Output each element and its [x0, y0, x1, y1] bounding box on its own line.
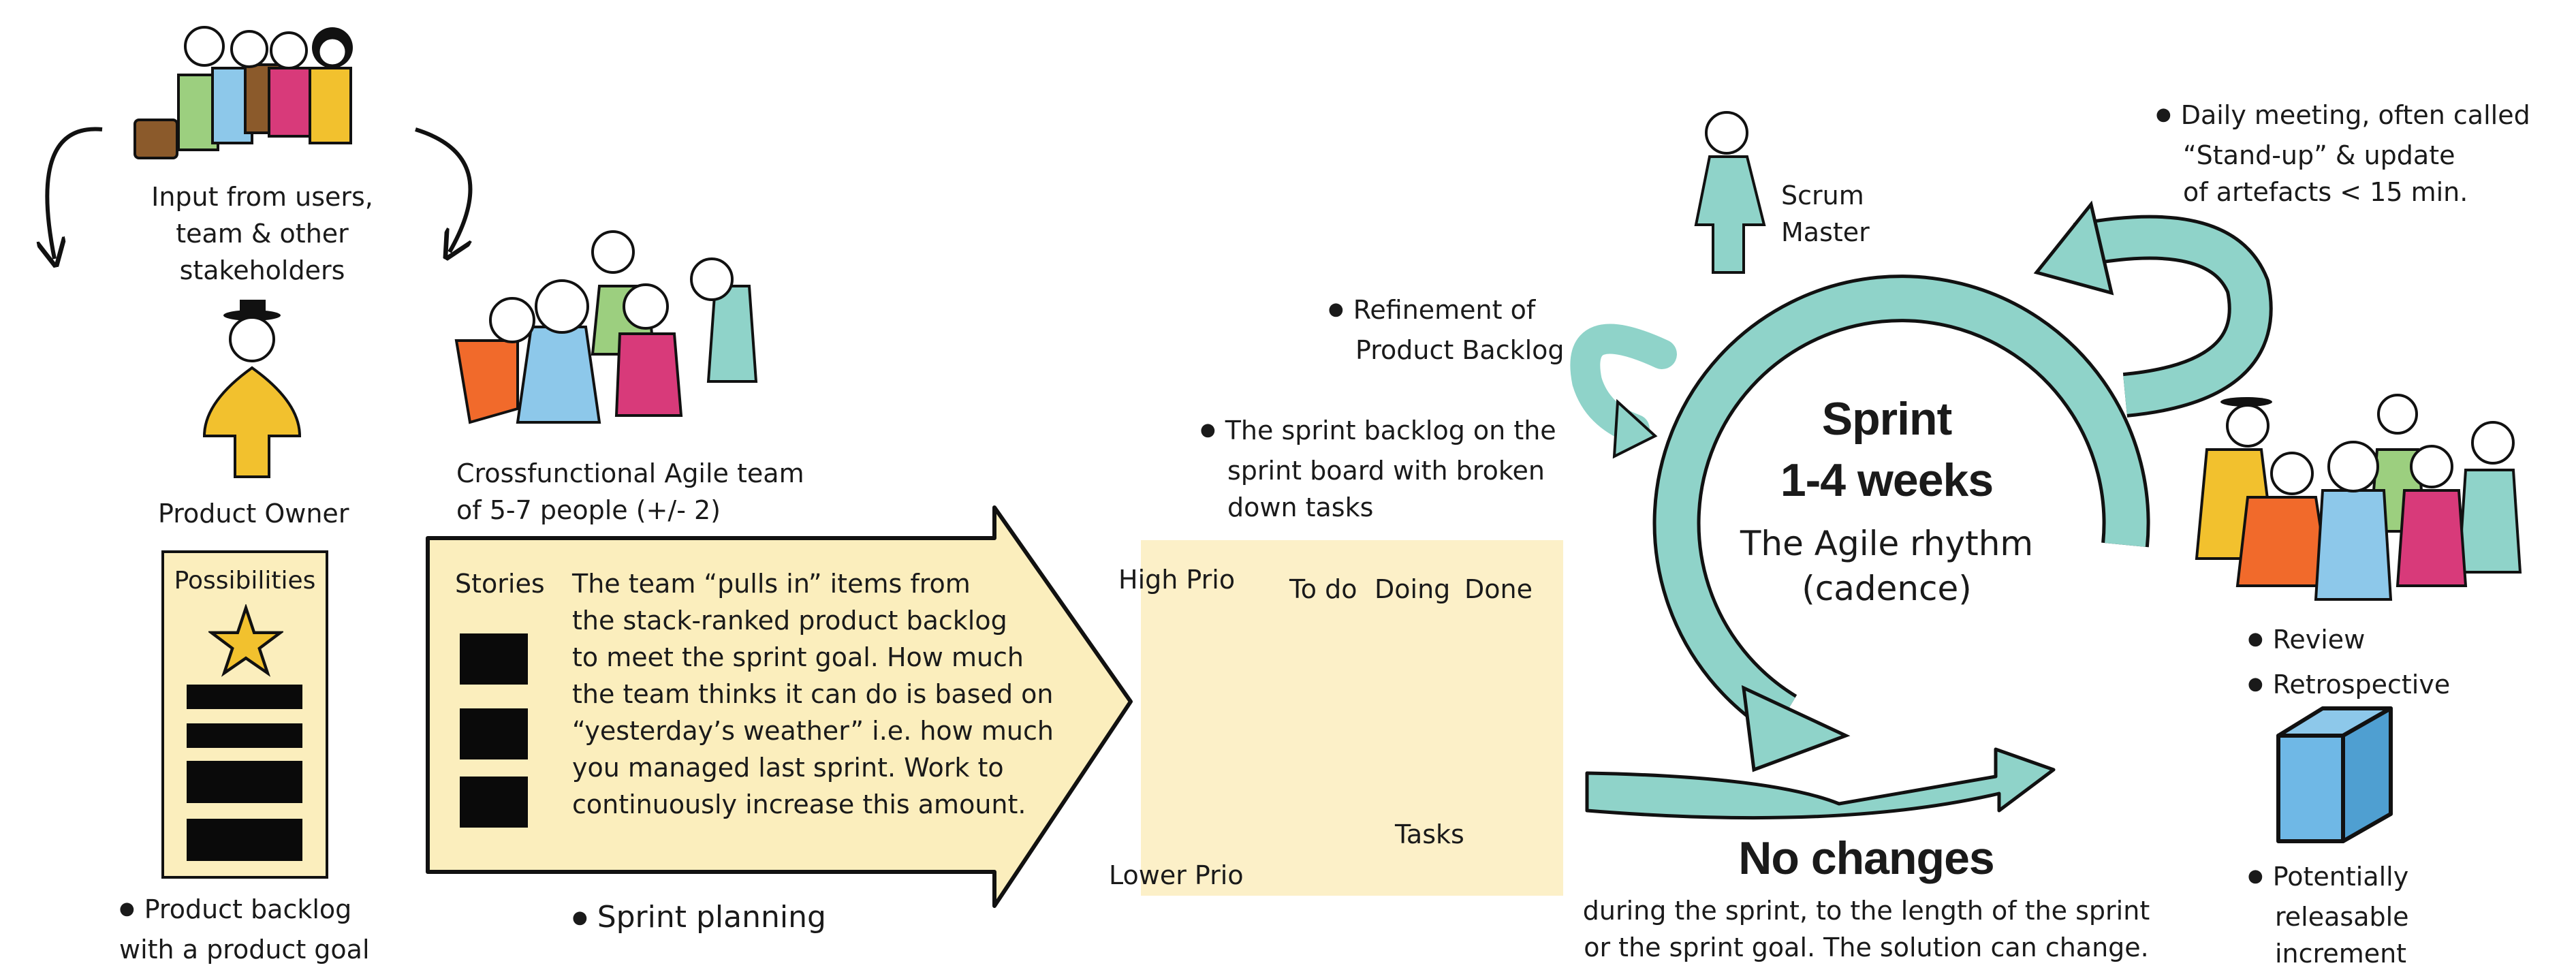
refinement-note-line-1: Refinement of [1328, 292, 1565, 332]
sprint-planning-caption: Sprint planning [572, 899, 826, 940]
backlog-caption-line-2: with a product goal [119, 935, 370, 965]
scrum-master-label: Scrum Master [1781, 177, 1870, 251]
planning-line-4: the team thinks it can do is based on [572, 679, 1054, 709]
no-changes-line-1: during the sprint, to the length of the … [1582, 896, 2150, 926]
daily-meeting-line-1: Daily meeting, often called [2156, 97, 2530, 137]
product-owner-label: Product Owner [158, 499, 349, 529]
sprint-backlog-note-line-1: The sprint backlog on the [1200, 412, 1556, 452]
review-team-illustration [2195, 394, 2522, 601]
board-col-todo: To do [1289, 574, 1357, 604]
backlog-item-3 [187, 761, 302, 803]
input-cycle-arrow-left [47, 127, 103, 259]
increment-line-1: Potentially [2248, 858, 2409, 898]
product-owner-figure [202, 300, 302, 478]
agile-team-illustration [454, 230, 758, 424]
sprint-backlog-note-line-2: sprint board with broken [1227, 456, 1545, 486]
board-col-doing: Doing [1375, 574, 1451, 604]
stories-label: Stories [455, 569, 545, 599]
sprint-subtitle-line-2: (cadence) [1802, 569, 1972, 608]
sprint-cycle-arrowhead [1741, 685, 1851, 772]
input-cycle-arrow-right [415, 127, 473, 252]
planning-line-2: the stack-ranked product backlog [572, 606, 1007, 636]
sprint-subtitle: The Agile rhythm (cadence) [1723, 521, 2050, 611]
sprint-title-line-2: 1-4 weeks [1780, 454, 1994, 506]
team-label: Crossfunctional Agile team of 5-7 people… [456, 455, 804, 529]
sprint-planning-arrow [426, 505, 1133, 908]
backlog-caption-line-1: Product backlog [119, 891, 370, 931]
planning-line-3: to meet the sprint goal. How much [572, 642, 1024, 672]
input-label: Input from users, team & other stakehold… [146, 178, 378, 289]
input-label-line-2: team & other [176, 219, 349, 249]
users-group-illustration [133, 26, 353, 159]
retrospective-label: Retrospective [2248, 666, 2451, 706]
refinement-arrow [1570, 324, 1677, 444]
input-label-line-3: stakeholders [179, 255, 345, 285]
no-changes-text: during the sprint, to the length of the … [1567, 892, 2166, 966]
daily-meeting-note: Daily meeting, often called “Stand-up” &… [2156, 97, 2530, 210]
sprint-title: Sprint 1-4 weeks [1730, 388, 2043, 511]
backlog-item-4 [187, 819, 302, 861]
scrum-master-figure [1694, 111, 1766, 274]
planning-line-6: you managed last sprint. Work to [572, 753, 1004, 783]
scrum-master-line-1: Scrum [1781, 181, 1864, 210]
scrum-master-line-2: Master [1781, 217, 1870, 247]
no-changes-line-2: or the sprint goal. The solution can cha… [1584, 932, 2149, 962]
team-label-line-1: Crossfunctional Agile team [456, 458, 804, 488]
story-card-3 [460, 777, 528, 828]
star-icon [208, 604, 283, 677]
backlog-caption: Product backlog with a product goal [119, 891, 370, 968]
sprint-backlog-note-line-3: down tasks [1227, 492, 1374, 522]
increment-line-3: increment [2275, 939, 2407, 969]
lower-prio-label: Lower Prio [1109, 860, 1244, 890]
refinement-note-line-2: Product Backlog [1355, 335, 1565, 365]
input-label-line-1: Input from users, [151, 182, 373, 212]
review-label: Review [2248, 621, 2366, 661]
board-col-done: Done [1464, 574, 1533, 604]
backlog-item-1 [187, 685, 302, 709]
daily-meeting-line-3: of artefacts < 15 min. [2183, 177, 2468, 207]
product-backlog-card: Possibilities [161, 550, 328, 879]
planning-line-1: The team “pulls in” items from [572, 569, 971, 599]
team-label-line-2: of 5-7 people (+/- 2) [456, 495, 721, 525]
story-card-2 [460, 708, 528, 759]
tasks-label: Tasks [1395, 819, 1464, 849]
planning-text: The team “pulls in” items from the stack… [572, 565, 1054, 823]
planning-line-7: continuously increase this amount. [572, 789, 1026, 819]
increment-cube-icon [2276, 706, 2393, 843]
planning-line-5: “yesterday’s weather” i.e. how much [572, 716, 1054, 746]
backlog-heading: Possibilities [174, 567, 316, 595]
refinement-note: Refinement of Product Backlog [1328, 292, 1565, 369]
sprint-backlog-note: The sprint backlog on the sprint board w… [1200, 412, 1556, 526]
story-card-1 [460, 633, 528, 685]
sprint-board [1141, 540, 1563, 896]
high-prio-label: High Prio [1118, 565, 1236, 595]
sprint-subtitle-line-1: The Agile rhythm [1740, 524, 2034, 563]
sprint-title-line-1: Sprint [1821, 393, 1952, 445]
increment-line-2: releasable [2275, 902, 2409, 932]
increment-label: Potentially releasable increment [2248, 858, 2409, 972]
release-arrow [1585, 747, 2056, 820]
backlog-item-2 [187, 723, 302, 748]
no-changes-heading: No changes [1738, 832, 1994, 884]
daily-meeting-line-2: “Stand-up” & update [2183, 140, 2455, 170]
